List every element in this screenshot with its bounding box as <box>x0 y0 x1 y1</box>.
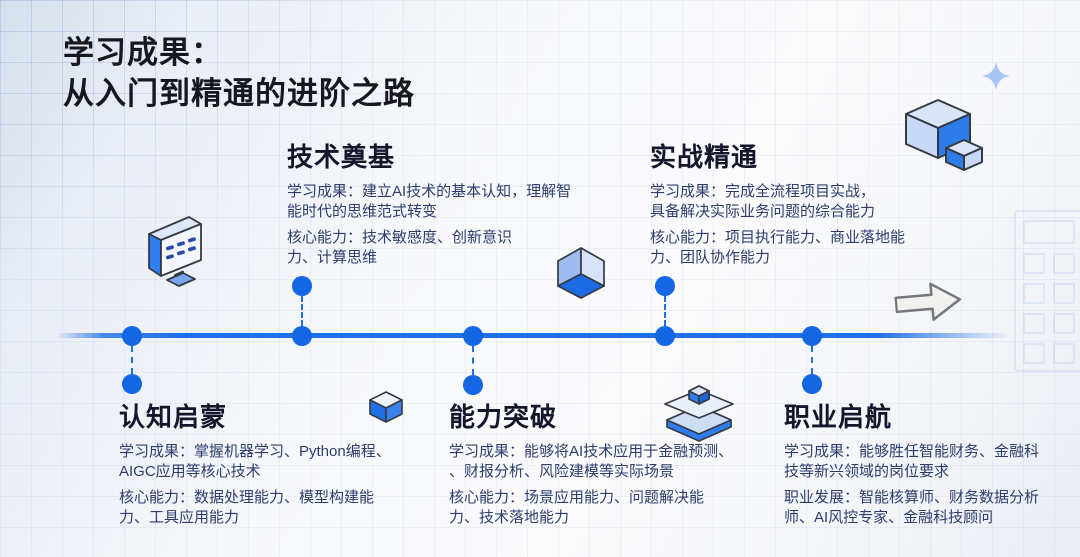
layers-icon <box>664 385 734 442</box>
timeline-connector-career <box>811 346 813 374</box>
timeline-subdot-career <box>802 374 822 394</box>
milestone-foundation-title: 技术奠基 <box>287 142 396 172</box>
timeline-connector-breakthrough <box>472 346 474 375</box>
timeline-connector-mastery <box>664 296 666 326</box>
timeline-dot-career <box>802 326 822 346</box>
milestone-cognition-ability: 核心能力：数据处理能力、模型构建能 力、工具应用能力 <box>119 489 375 526</box>
building-grid-bar <box>1023 220 1075 244</box>
timeline-subdot-breakthrough <box>463 375 483 395</box>
timeline-connector-cognition <box>131 346 133 374</box>
timeline-dot-mastery <box>655 326 675 346</box>
milestone-breakthrough-title: 能力突破 <box>449 402 558 432</box>
timeline-subdot-cognition <box>122 374 142 394</box>
milestone-cognition-title: 认知启蒙 <box>119 402 228 432</box>
cube-icon <box>557 247 605 299</box>
milestone-mastery-title: 实战精通 <box>650 142 759 172</box>
milestone-breakthrough-ability: 核心能力：场景应用能力、问题解决能 力、技术落地能力 <box>449 489 705 526</box>
timeline-dot-breakthrough <box>463 326 483 346</box>
timeline-dot-foundation <box>292 326 312 346</box>
arrow-right-icon <box>894 282 962 321</box>
milestone-cognition-outcome: 学习成果：掌握机器学习、Python编程、 AIGC应用等核心技术 <box>119 443 391 480</box>
timeline-axis <box>55 333 1010 338</box>
sparkle-icon <box>982 62 1010 90</box>
milestone-breakthrough-outcome: 学习成果：能够将AI技术应用于金融预测、 、财报分析、风险建模等实际场景 <box>449 443 734 480</box>
milestone-foundation-ability: 核心能力：技术敏感度、创新意识 力、计算思维 <box>287 229 513 266</box>
page-title-line2: 从入门到精通的进阶之路 <box>63 76 415 111</box>
milestone-mastery: 实战精通 学习成果：完成全流程项目实战， 具备解决实际业务问题的综合能力 核心能… <box>650 141 985 274</box>
milestone-career-outcome: 学习成果：能够胜任智能财务、金融科 技等新兴领域的岗位要求 <box>784 443 1040 480</box>
timeline-subdot-mastery <box>655 276 675 296</box>
milestone-foundation-outcome: 学习成果：建立AI技术的基本认知，理解智 能时代的思维范式转变 <box>287 183 572 220</box>
building-grid-decoration <box>1014 210 1080 372</box>
big-boxes-icon <box>905 99 983 171</box>
page-title: 学习成果： 从入门到精通的进阶之路 <box>63 32 523 114</box>
milestone-career: 职业启航 学习成果：能够胜任智能财务、金融科 技等新兴领域的岗位要求 职业发展：… <box>784 401 1080 534</box>
milestone-breakthrough: 能力突破 学习成果：能够将AI技术应用于金融预测、 、财报分析、风险建模等实际场… <box>449 401 784 534</box>
milestone-foundation: 技术奠基 学习成果：建立AI技术的基本认知，理解智 能时代的思维范式转变 核心能… <box>287 141 632 274</box>
milestone-career-title: 职业启航 <box>784 402 893 432</box>
timeline-subdot-foundation <box>292 276 312 296</box>
small-cube-icon <box>369 391 403 423</box>
milestone-career-development: 职业发展：智能核算师、财务数据分析 师、AI风控专家、金融科技顾问 <box>784 489 1040 526</box>
timeline-connector-foundation <box>301 296 303 326</box>
timeline-dot-cognition <box>122 326 142 346</box>
milestone-mastery-outcome: 学习成果：完成全流程项目实战， 具备解决实际业务问题的综合能力 <box>650 183 876 220</box>
page-title-line1: 学习成果： <box>63 35 223 70</box>
milestone-mastery-ability: 核心能力：项目执行能力、商业落地能 力、团队协作能力 <box>650 229 906 266</box>
milestone-cognition: 认知启蒙 学习成果：掌握机器学习、Python编程、 AIGC应用等核心技术 核… <box>119 401 449 534</box>
computer-icon <box>148 216 202 287</box>
